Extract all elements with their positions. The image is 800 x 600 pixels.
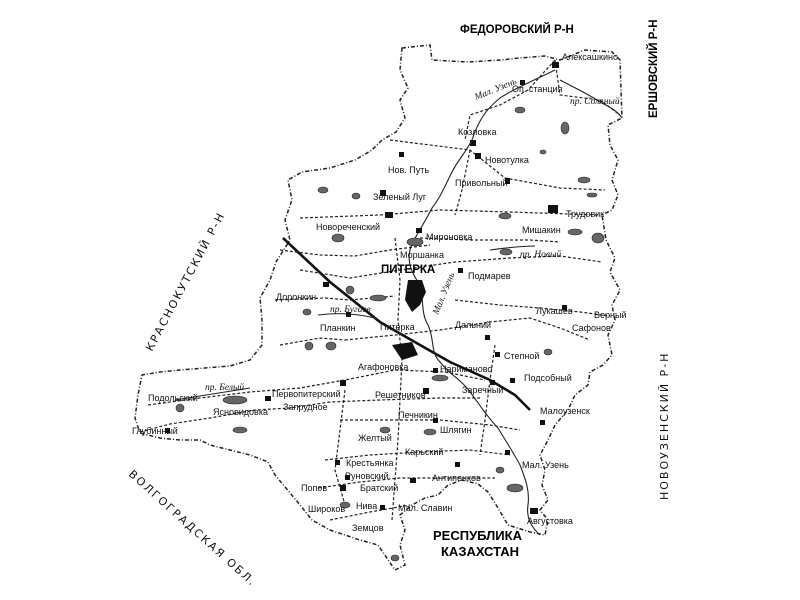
place-label: Антипенков <box>432 473 481 483</box>
river-label-novy: пр. Новый <box>520 249 561 260</box>
place-label: Карьский <box>405 447 443 457</box>
place-label: Печникин <box>398 410 438 420</box>
place-label: Планкин <box>320 323 356 333</box>
place-label: Подмарев <box>468 271 511 281</box>
place-label: Сафонов <box>572 323 611 333</box>
river-label-solyany: пр. Соляный <box>570 96 620 107</box>
place-label: Доронкин <box>276 292 316 302</box>
place-label: Мал. Узень <box>522 460 569 470</box>
ponds <box>175 106 605 562</box>
place-label: Мал. Славин <box>398 503 452 513</box>
region-label-ershovsky: ЕРШОВСКИЙ Р-Н <box>647 19 660 118</box>
place-label: Верный <box>594 310 626 320</box>
settlement-markers <box>165 62 567 514</box>
place-label: Питерка <box>380 322 415 332</box>
place-label: Нариманово <box>440 364 492 374</box>
place-label: Нов. Путь <box>388 165 429 175</box>
river-label-bely: пр. Белый <box>205 382 244 393</box>
region-label-fedorovsky: ФЕДОРОВСКИЙ Р-Н <box>460 23 574 36</box>
place-label: Августовка <box>527 516 573 526</box>
place-label: Алексашкино <box>562 52 618 62</box>
region-label-krasnokutsky: КРАСНОКУТСКИЙ Р-Н <box>143 209 228 353</box>
place-label: Новотулка <box>485 155 529 165</box>
place-label: Глубинный <box>132 426 178 436</box>
piterka-town-area <box>405 280 426 312</box>
place-label: Ясновидовка <box>213 407 268 417</box>
country-label-line1: РЕСПУБЛИКА <box>433 528 523 543</box>
place-label: Подсобный <box>524 373 572 383</box>
place-label: Мироновка <box>426 232 472 242</box>
place-label: Руновский <box>345 471 389 481</box>
district-center-label: ПИТЕРКА <box>381 264 435 276</box>
place-label: Запрудное <box>283 402 328 412</box>
place-label: Новореченский <box>316 222 380 232</box>
place-label: Крестьянка <box>346 458 394 468</box>
place-label: Оп. станция <box>512 84 563 94</box>
place-label: Малоузенск <box>540 406 590 416</box>
place-label: Агафоновка <box>358 362 408 372</box>
place-label: Заречный <box>462 385 503 395</box>
river-label-bugaev: пр. Бугаев <box>330 305 371 315</box>
place-label: Желтый <box>358 433 392 443</box>
country-label-line2: КАЗАХСТАН <box>441 544 519 559</box>
place-label: Моршанка <box>400 250 444 260</box>
settlement-labels: Алексашкино Оп. станция Козловка Новотул… <box>132 52 626 533</box>
place-label: Зеленый Луг <box>373 192 427 202</box>
place-label: Братский <box>360 483 398 493</box>
place-label: Земцов <box>352 523 384 533</box>
place-label: Лукашев <box>536 306 573 316</box>
place-label: Попов <box>301 483 327 493</box>
river-label-mal-uzen-center: Мал. Узень <box>431 271 457 317</box>
place-label: Дальний <box>455 320 491 330</box>
agafonovka-town-area <box>392 342 418 360</box>
roads <box>139 59 621 521</box>
place-label: Решетников <box>375 390 426 400</box>
region-label-novouzensky: НОВОУЗЕНСКИЙ Р-Н <box>658 352 671 500</box>
place-label: Широков <box>308 504 345 514</box>
place-label: Подольский <box>148 393 198 403</box>
place-label: Трудовик <box>566 209 604 219</box>
place-label: Нива <box>356 501 377 511</box>
place-label: Степной <box>504 351 539 361</box>
region-label-volgograd: ВОЛГОГРАДСКАЯ ОБЛ. <box>126 468 259 590</box>
district-border <box>134 44 623 571</box>
place-label: Первопитерский <box>272 389 341 399</box>
place-label: Козловка <box>458 127 496 137</box>
place-label: Мишакин <box>522 225 561 235</box>
place-label: Шлягин <box>440 425 472 435</box>
place-label: Привольный <box>455 178 507 188</box>
